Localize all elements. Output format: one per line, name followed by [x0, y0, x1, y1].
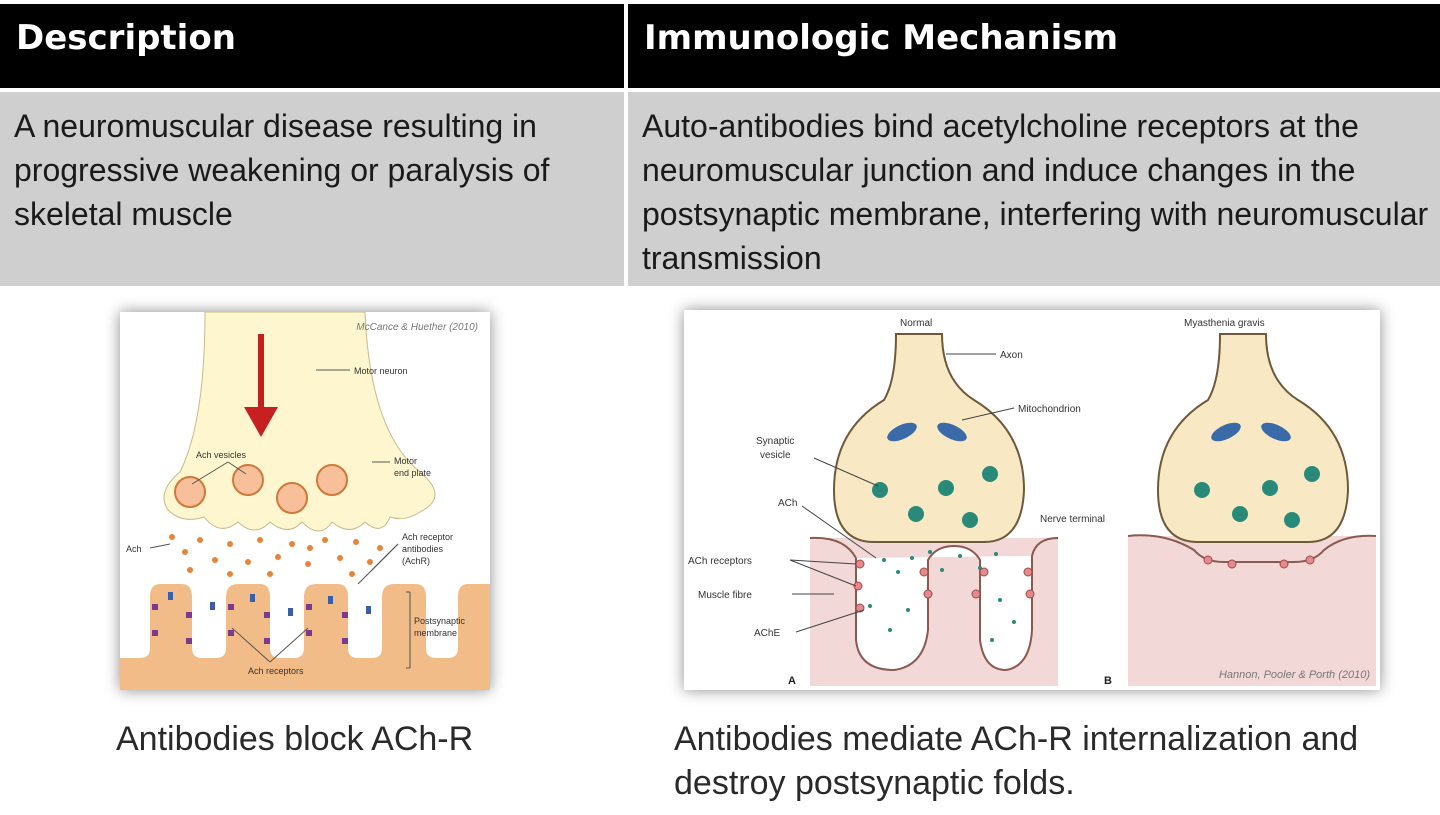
header-description: Description — [0, 4, 624, 88]
right-figure-caption-line2: destroy postsynaptic folds. — [674, 764, 1075, 802]
label-receptor-antibodies-1: Ach receptor — [402, 532, 453, 542]
header-description-label: Description — [16, 18, 236, 58]
left-figure-caption: Antibodies block ACh-R — [116, 720, 474, 758]
label-ach-right: ACh — [778, 498, 797, 509]
label-synaptic-vesicle-1: Synaptic — [756, 436, 794, 447]
label-ach-vesicles: Ach vesicles — [196, 450, 247, 460]
header-mechanism-label: Immunologic Mechanism — [644, 18, 1118, 58]
figure-internalization: Normal Myasthenia gravis Axon Mitochondr… — [684, 310, 1380, 690]
label-panel-a: A — [788, 675, 796, 687]
label-nerve-terminal: Nerve terminal — [1040, 514, 1105, 525]
right-figure-caption-line1: Antibodies mediate ACh-R internalization… — [674, 720, 1359, 758]
figure-antibodies-block: McCance & Huether (2010) Motor neuron Ac… — [120, 312, 490, 690]
label-motor-end-plate-1: Motor — [394, 456, 417, 466]
label-normal: Normal — [900, 318, 932, 329]
description-cell: A neuromuscular disease resulting in pro… — [0, 92, 624, 286]
header-mechanism: Immunologic Mechanism — [628, 4, 1440, 88]
label-muscle-fibre: Muscle fibre — [698, 590, 752, 601]
label-motor-neuron: Motor neuron — [354, 366, 408, 376]
label-ach-receptors-right: ACh receptors — [688, 556, 752, 567]
label-postsynaptic-2: membrane — [414, 628, 457, 638]
label-receptor-antibodies-2: antibodies — [402, 544, 444, 554]
label-mitochondrion: Mitochondrion — [1018, 404, 1081, 415]
label-ach: Ach — [126, 544, 142, 554]
label-motor-end-plate-2: end plate — [394, 468, 431, 478]
label-ach-receptors: Ach receptors — [248, 666, 304, 676]
label-receptor-antibodies-3: (AchR) — [402, 556, 430, 566]
mechanism-cell: Auto-antibodies bind acetylcholine recep… — [628, 92, 1440, 286]
right-figure-credit: Hannon, Pooler & Porth (2010) — [1219, 669, 1370, 681]
label-myasthenia-gravis: Myasthenia gravis — [1184, 318, 1265, 329]
label-synaptic-vesicle-2: vesicle — [760, 450, 791, 461]
label-postsynaptic-1: Postsynaptic — [414, 616, 466, 626]
label-axon: Axon — [1000, 350, 1023, 361]
label-ache: AChE — [754, 628, 780, 639]
left-figure-credit: McCance & Huether (2010) — [356, 322, 478, 333]
normal-vs-myasthenia-diagram: Normal Myasthenia gravis Axon Mitochondr… — [684, 310, 1380, 690]
label-panel-b: B — [1104, 675, 1112, 687]
neuromuscular-junction-diagram: McCance & Huether (2010) Motor neuron Ac… — [120, 312, 490, 690]
